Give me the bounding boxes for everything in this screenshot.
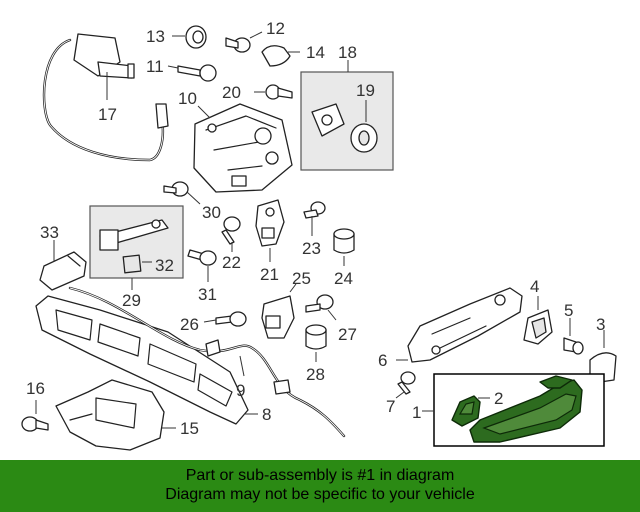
part-2-seal[interactable] [451, 395, 481, 427]
part-25-bracket[interactable] [261, 295, 295, 339]
part-32-seal[interactable] [122, 254, 142, 274]
part-33-bracket[interactable] [39, 251, 87, 291]
callout-13: 13 [146, 27, 165, 46]
part-11-bolt[interactable] [177, 64, 217, 82]
callout-11: 11 [146, 57, 164, 76]
part-23-bolt[interactable] [303, 201, 326, 219]
part-29-door-check[interactable] [99, 219, 169, 251]
callout-17: 17 [98, 105, 117, 124]
part-28-bushing[interactable] [305, 324, 327, 350]
part-15-bracket[interactable] [55, 379, 165, 451]
part-26-bolt[interactable] [215, 311, 247, 327]
footer-notice: Part or sub-assembly is #1 in diagram Di… [0, 460, 640, 512]
callout-29: 29 [122, 291, 141, 310]
part-22-bolt[interactable] [221, 216, 241, 245]
callout-9: 9 [236, 381, 245, 400]
callout-21: 21 [260, 265, 279, 284]
part-5-screw[interactable] [563, 337, 584, 355]
callout-4: 4 [530, 277, 539, 296]
part-14-cover[interactable] [261, 45, 291, 67]
callout-10: 10 [178, 89, 197, 108]
callout-30: 30 [202, 203, 221, 222]
callout-25: 25 [292, 269, 311, 288]
callout-22: 22 [222, 253, 241, 272]
part-30-bolt[interactable] [163, 181, 189, 197]
callout-23: 23 [302, 239, 321, 258]
callout-20: 20 [222, 83, 241, 102]
callout-14: 14 [306, 43, 325, 62]
part-21-hinge[interactable] [255, 199, 285, 247]
callout-5: 5 [564, 301, 573, 320]
callout-2: 2 [494, 389, 503, 408]
part-4-trim[interactable] [523, 309, 553, 345]
callout-19: 19 [356, 81, 375, 100]
part-1-handle[interactable] [469, 375, 583, 443]
part-27-bolt[interactable] [305, 294, 334, 313]
callout-18: 18 [338, 43, 357, 62]
part-8-panel[interactable] [35, 295, 249, 425]
callout-7: 7 [386, 397, 395, 416]
part-17-cable[interactable] [42, 33, 169, 162]
part-10-latch[interactable] [193, 103, 293, 193]
callout-1: 1 [412, 403, 421, 422]
part-7-bolt[interactable] [397, 371, 416, 395]
callout-31: 31 [198, 285, 217, 304]
footer-line-2: Diagram may not be specific to your vehi… [165, 486, 475, 503]
part-16-bolt[interactable] [21, 416, 49, 432]
callout-32: 32 [155, 256, 174, 275]
part-12-bolt[interactable] [225, 37, 251, 53]
part-24-bushing[interactable] [333, 228, 355, 254]
callout-26: 26 [180, 315, 199, 334]
part-13-cap[interactable] [185, 25, 207, 49]
part-6-carrier[interactable] [407, 287, 523, 363]
callout-15: 15 [180, 419, 199, 438]
part-20-bolt[interactable] [265, 84, 293, 100]
callout-12: 12 [266, 19, 285, 38]
callout-28: 28 [306, 365, 325, 384]
callout-6: 6 [378, 351, 387, 370]
callout-8: 8 [262, 405, 271, 424]
parts-diagram: 17 13 12 14 11 20 10 [21, 19, 617, 451]
callout-27: 27 [338, 325, 357, 344]
callout-16: 16 [26, 379, 45, 398]
part-31-bolt[interactable] [187, 249, 217, 266]
part-9-cable[interactable] [68, 286, 346, 438]
callout-33: 33 [40, 223, 59, 242]
part-18-striker[interactable] [311, 103, 345, 137]
part-19-pad[interactable] [350, 123, 378, 153]
callout-3: 3 [596, 315, 605, 334]
part-18-kit-box[interactable] [300, 71, 394, 171]
footer-line-1: Part or sub-assembly is #1 in diagram [185, 467, 455, 484]
callout-24: 24 [334, 269, 353, 288]
